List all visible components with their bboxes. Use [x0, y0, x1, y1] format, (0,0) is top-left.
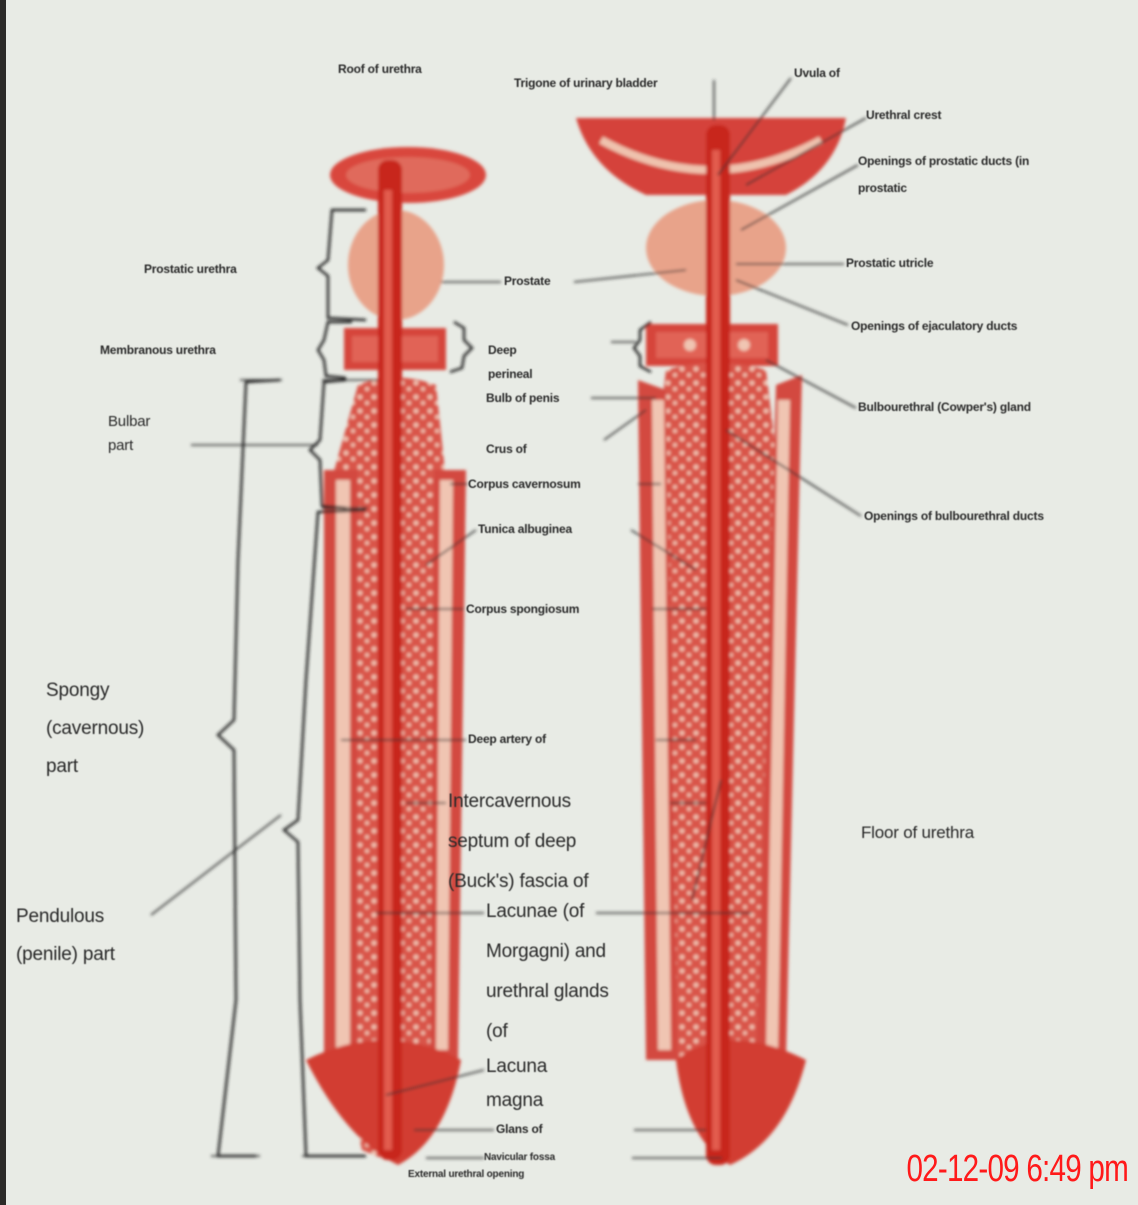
label-lacuna-magna: Lacuna magna	[486, 1050, 556, 1118]
label-bulb-of-penis: Bulb of penis	[486, 391, 559, 406]
label-deep-perineal: Deep perineal	[488, 338, 548, 386]
label-prostatic-urethra: Prostatic urethra	[144, 262, 237, 277]
label-lacunae: Lacunae (of Morgagni) and urethral gland…	[486, 892, 616, 1052]
right-specimen	[576, 118, 846, 1165]
label-trigone: Trigone of urinary bladder	[514, 76, 658, 91]
label-urethral-crest: Urethral crest	[866, 108, 941, 123]
label-prostatic-ducts: Openings of prostatic ducts (in prostati…	[858, 148, 1038, 202]
label-bulbourethral-gland: Bulbourethral (Cowper's) gland	[858, 400, 1031, 415]
label-prostate: Prostate	[504, 274, 550, 289]
label-roof-of-urethra: Roof of urethra	[338, 62, 422, 77]
label-intercavernous-septum: Intercavernous septum of deep (Buck's) f…	[448, 782, 623, 902]
left-specimen	[306, 147, 486, 1165]
label-glans: Glans of	[496, 1122, 542, 1137]
label-spongy-part: Spongy (cavernous) part	[46, 672, 176, 786]
label-bulbourethral-ducts: Openings of bulbourethral ducts	[864, 509, 1044, 524]
label-corpus-cavernosum: Corpus cavernosum	[468, 477, 581, 492]
label-ejaculatory-ducts: Openings of ejaculatory ducts	[851, 319, 1017, 334]
label-external-urethral-opening: External urethral opening	[408, 1167, 524, 1182]
label-prostatic-utricle: Prostatic utricle	[846, 256, 933, 271]
label-navicular-fossa: Navicular fossa	[484, 1150, 555, 1165]
label-bulbar-part: Bulbar part	[108, 410, 168, 458]
label-floor-of-urethra: Floor of urethra	[861, 822, 974, 843]
label-corpus-spongiosum: Corpus spongiosum	[466, 602, 579, 617]
label-deep-artery: Deep artery of	[468, 732, 546, 747]
label-tunica-albuginea: Tunica albuginea	[478, 522, 572, 537]
label-pendulous-part: Pendulous (penile) part	[16, 898, 156, 974]
timestamp-overlay: 02-12-09 6:49 pm	[906, 1148, 1128, 1191]
label-uvula: Uvula of	[794, 66, 840, 81]
label-crus: Crus of	[486, 442, 527, 457]
label-membranous-urethra: Membranous urethra	[100, 343, 216, 358]
